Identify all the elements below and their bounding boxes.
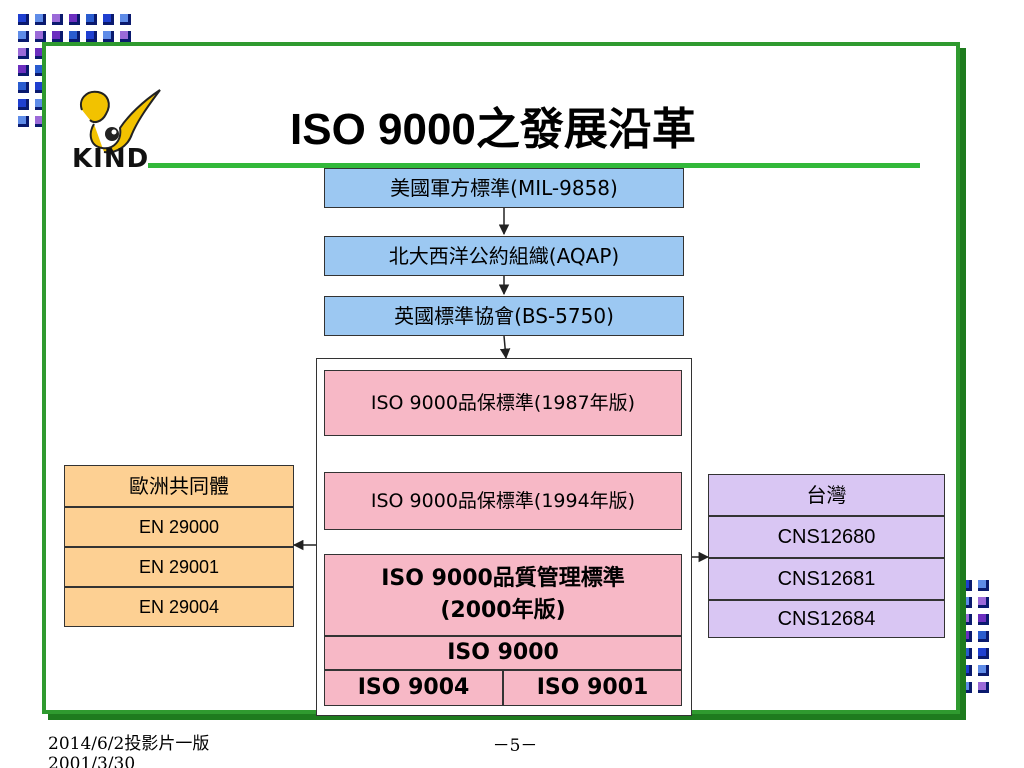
box-aqap: 北大西洋公約組織(AQAP)	[324, 236, 684, 276]
decorative-square	[35, 14, 46, 25]
taiwan-item-cns12684: CNS12684	[708, 600, 945, 638]
decorative-square	[18, 82, 29, 93]
box-bs-5750: 英國標準協會(BS-5750)	[324, 296, 684, 336]
decorative-square	[18, 48, 29, 59]
box-iso-9001: ISO 9001	[503, 670, 682, 706]
europe-item-en-29001: EN 29001	[64, 547, 294, 587]
slide-title: ISO 9000之發展沿革	[290, 105, 696, 154]
taiwan-item-cns12680: CNS12680	[708, 516, 945, 558]
decorative-square	[69, 14, 80, 25]
footer-date: 2014/6/2投影片一版 2001/3/30	[48, 734, 288, 768]
kind-logo-icon	[80, 89, 161, 154]
europe-item-en-29004: EN 29004	[64, 587, 294, 627]
decorative-square	[86, 31, 97, 42]
logo-wordmark: KIND	[72, 144, 150, 174]
decorative-square	[18, 14, 29, 25]
decorative-square	[103, 31, 114, 42]
decorative-square	[120, 14, 131, 25]
decorative-square	[35, 116, 46, 127]
decorative-square	[978, 580, 989, 591]
decorative-square	[18, 65, 29, 76]
decorative-square	[18, 31, 29, 42]
decorative-square	[978, 631, 989, 642]
europe-item-en-29000: EN 29000	[64, 507, 294, 547]
decorative-square	[18, 99, 29, 110]
decorative-square	[103, 14, 114, 25]
decorative-square	[35, 82, 46, 93]
taiwan-header: 台灣	[708, 474, 945, 516]
decorative-square	[35, 99, 46, 110]
decorative-square	[86, 14, 97, 25]
decorative-square	[978, 597, 989, 608]
decorative-square	[35, 31, 46, 42]
decorative-square	[978, 665, 989, 676]
box-iso-9000-family: ISO 9000	[324, 636, 682, 670]
iso-2000-title: ISO 9000品質管理標準	[381, 566, 625, 591]
decorative-square	[18, 116, 29, 127]
decorative-square	[35, 65, 46, 76]
decorative-square	[978, 682, 989, 693]
taiwan-item-cns12681: CNS12681	[708, 558, 945, 600]
box-iso-1994: ISO 9000品保標準(1994年版)	[324, 472, 682, 530]
box-mil-9858: 美國軍方標準(MIL-9858)	[324, 168, 684, 208]
decorative-square	[978, 648, 989, 659]
footer-page-number: －5－	[492, 736, 538, 756]
box-iso-1987: ISO 9000品保標準(1987年版)	[324, 370, 682, 436]
decorative-square	[69, 31, 80, 42]
decorative-square	[978, 614, 989, 625]
box-iso-2000: ISO 9000品質管理標準 (2000年版)	[324, 554, 682, 636]
europe-header: 歐洲共同體	[64, 465, 294, 507]
decorative-square	[120, 31, 131, 42]
decorative-square	[35, 48, 46, 59]
title-underline	[148, 163, 920, 168]
footer-date-line2: 2001/3/30	[48, 754, 136, 768]
box-iso-9004: ISO 9004	[324, 670, 503, 706]
footer-date-line1: 2014/6/2投影片一版	[48, 734, 210, 754]
iso-2000-edition: (2000年版)	[440, 598, 566, 623]
decorative-square	[52, 31, 63, 42]
decorative-square	[52, 14, 63, 25]
